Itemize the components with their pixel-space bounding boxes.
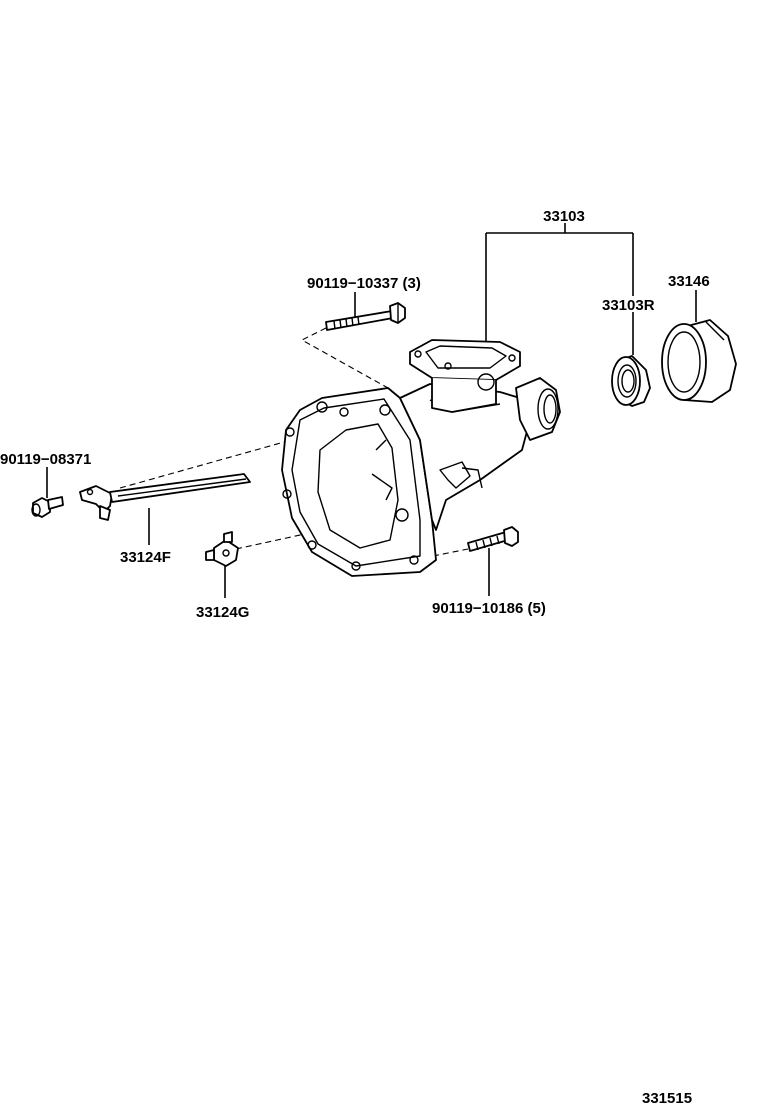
diagram-id: 331515 bbox=[642, 1090, 692, 1107]
label-33103[interactable]: 33103 bbox=[543, 208, 585, 225]
bolt-90119-08371-drawing bbox=[31, 496, 64, 518]
bolt-90119-10186-drawing bbox=[467, 526, 519, 552]
label-33124F[interactable]: 33124F bbox=[120, 549, 171, 566]
part-labels: 33103 90119−10337 (3) 33146 33103R 90119… bbox=[0, 208, 710, 1107]
oil-seal-33103R-drawing bbox=[611, 355, 651, 407]
label-90119-08371[interactable]: 90119−08371 bbox=[0, 451, 91, 468]
leader-lines bbox=[46, 223, 697, 598]
bracket-33124F-drawing bbox=[79, 473, 251, 521]
extension-housing-drawing bbox=[281, 339, 561, 577]
clip-33124G-drawing bbox=[205, 531, 239, 567]
label-33146[interactable]: 33146 bbox=[668, 273, 710, 290]
bolt-90119-10337-drawing bbox=[325, 302, 406, 331]
label-33124G[interactable]: 33124G bbox=[196, 604, 249, 621]
label-90119-10186[interactable]: 90119−10186 (5) bbox=[432, 600, 546, 617]
label-33103R[interactable]: 33103R bbox=[602, 297, 655, 314]
label-90119-10337[interactable]: 90119−10337 (3) bbox=[307, 275, 421, 292]
dust-deflector-33146-drawing bbox=[661, 319, 737, 403]
